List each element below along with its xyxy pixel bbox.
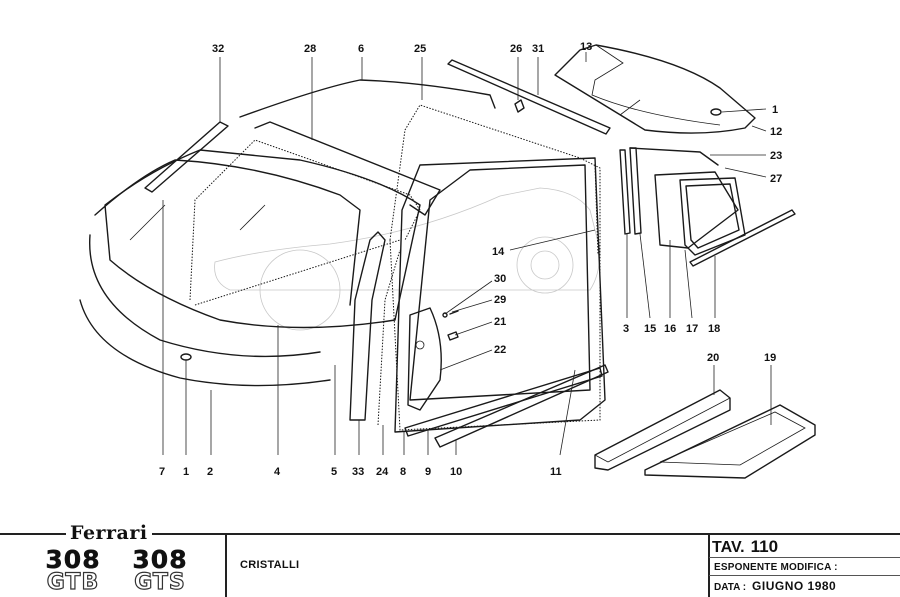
callout-8: 8 <box>400 466 406 478</box>
callout-18: 18 <box>708 323 720 335</box>
date-row: DATA : GIUGNO 1980 <box>714 579 836 593</box>
rear-window-clip <box>710 108 722 116</box>
plate-label: TAV. <box>712 539 745 556</box>
title-block-divider-right <box>708 534 710 597</box>
rear-drip-rail-31 <box>447 59 611 135</box>
modification-index: ESPONENTE MODIFICA : <box>714 562 838 573</box>
quarter-glass <box>654 171 739 249</box>
callout-10: 10 <box>450 466 462 478</box>
door-frame-outer <box>394 157 606 433</box>
section-title: CRISTALLI <box>240 559 300 571</box>
callout-24: 24 <box>376 466 389 478</box>
quarter-glass-frame-inner <box>685 183 740 249</box>
callout-4: 4 <box>274 466 281 478</box>
cowl-clip <box>180 353 192 361</box>
callout-11: 11 <box>550 466 562 478</box>
rear-quarter-window <box>554 44 756 134</box>
model-badge-gtb: 308 GTB <box>28 547 118 594</box>
title-block-top-rule <box>0 533 900 535</box>
model-variant: GTS <box>134 570 186 595</box>
cowl-upper-trim <box>89 234 321 358</box>
door-bracket-plate <box>407 307 442 411</box>
strip-3 <box>619 149 631 235</box>
windscreen-inner-frame-seal <box>189 139 421 301</box>
callout-17: 17 <box>686 323 698 335</box>
model-badge-gts: 308 GTS <box>115 547 205 594</box>
callout-9: 9 <box>425 466 431 478</box>
callout-26: 26 <box>510 43 522 55</box>
callout-25: 25 <box>414 43 426 55</box>
callout-21: 21 <box>494 316 506 328</box>
title-block <box>0 520 900 597</box>
callout-30: 30 <box>494 273 506 285</box>
pillar-trim-32 <box>144 121 229 193</box>
part-29-pin <box>449 310 459 315</box>
callout-27: 27 <box>770 173 782 185</box>
sill-trim <box>434 364 609 448</box>
callout-14: 14 <box>492 246 505 258</box>
cowl-lower-trim <box>79 299 331 387</box>
a-pillar-seal-33 <box>349 231 386 421</box>
date-label: DATA : <box>714 582 747 593</box>
plate-number: TAV. 110 <box>712 537 778 557</box>
strip-14 <box>594 164 599 256</box>
part-21-fastener <box>447 331 459 341</box>
callout-33: 33 <box>352 466 364 478</box>
quarter-seal-23 <box>629 147 719 166</box>
callout-31: 31 <box>532 43 544 55</box>
callout-6: 6 <box>358 43 364 55</box>
door-frame-outline <box>409 164 591 401</box>
callout-32: 32 <box>212 43 224 55</box>
modification-label: ESPONENTE MODIFICA : <box>714 562 838 573</box>
roof-drip-rail <box>239 79 496 118</box>
quarter-seal-18 <box>689 209 796 267</box>
strip-15 <box>629 147 642 235</box>
callout-22: 22 <box>494 344 506 356</box>
date-value: GIUGNO 1980 <box>752 579 837 593</box>
parts-diagram: 32 28 6 25 26 31 13 1 12 23 27 14 30 29 … <box>79 41 816 479</box>
callout-16: 16 <box>664 323 676 335</box>
callout-1-top: 1 <box>772 104 778 116</box>
title-block-divider-left <box>225 534 227 597</box>
part-26-clip <box>514 99 525 113</box>
sill-seal <box>404 367 603 437</box>
model-number: 308 <box>45 545 101 574</box>
callout-23: 23 <box>770 150 782 162</box>
callout-20: 20 <box>707 352 719 364</box>
model-number: 308 <box>132 545 188 574</box>
car-silhouette-ghost <box>214 187 601 331</box>
ferrari-logo-text: Ferrari <box>66 522 152 544</box>
callout-28: 28 <box>304 43 316 55</box>
plate-value: 110 <box>750 537 779 556</box>
a-pillar-seal-24 <box>377 249 401 426</box>
callout-1-bottom: 1 <box>183 466 189 478</box>
part-30-clip <box>442 312 448 318</box>
esponente-underline <box>709 575 900 576</box>
windscreen-outer-seal <box>94 159 361 306</box>
callout-13: 13 <box>580 41 592 53</box>
callout-12: 12 <box>770 126 782 138</box>
a-pillar-top-trim <box>254 121 441 216</box>
callout-19: 19 <box>764 352 776 364</box>
callout-7: 7 <box>159 466 165 478</box>
callout-15: 15 <box>644 323 656 335</box>
quarter-glass-frame <box>679 177 746 256</box>
windscreen-glass <box>104 149 421 329</box>
model-variant: GTB <box>46 570 100 595</box>
callout-labels: 32 28 6 25 26 31 13 1 12 23 27 14 30 29 … <box>159 41 782 478</box>
callout-29: 29 <box>494 294 506 306</box>
sealant-tube-20 <box>594 389 731 471</box>
tav-underline <box>709 557 900 558</box>
sealant-kit-19 <box>644 404 816 479</box>
callout-3: 3 <box>623 323 629 335</box>
callout-5: 5 <box>331 466 337 478</box>
callout-2: 2 <box>207 466 213 478</box>
